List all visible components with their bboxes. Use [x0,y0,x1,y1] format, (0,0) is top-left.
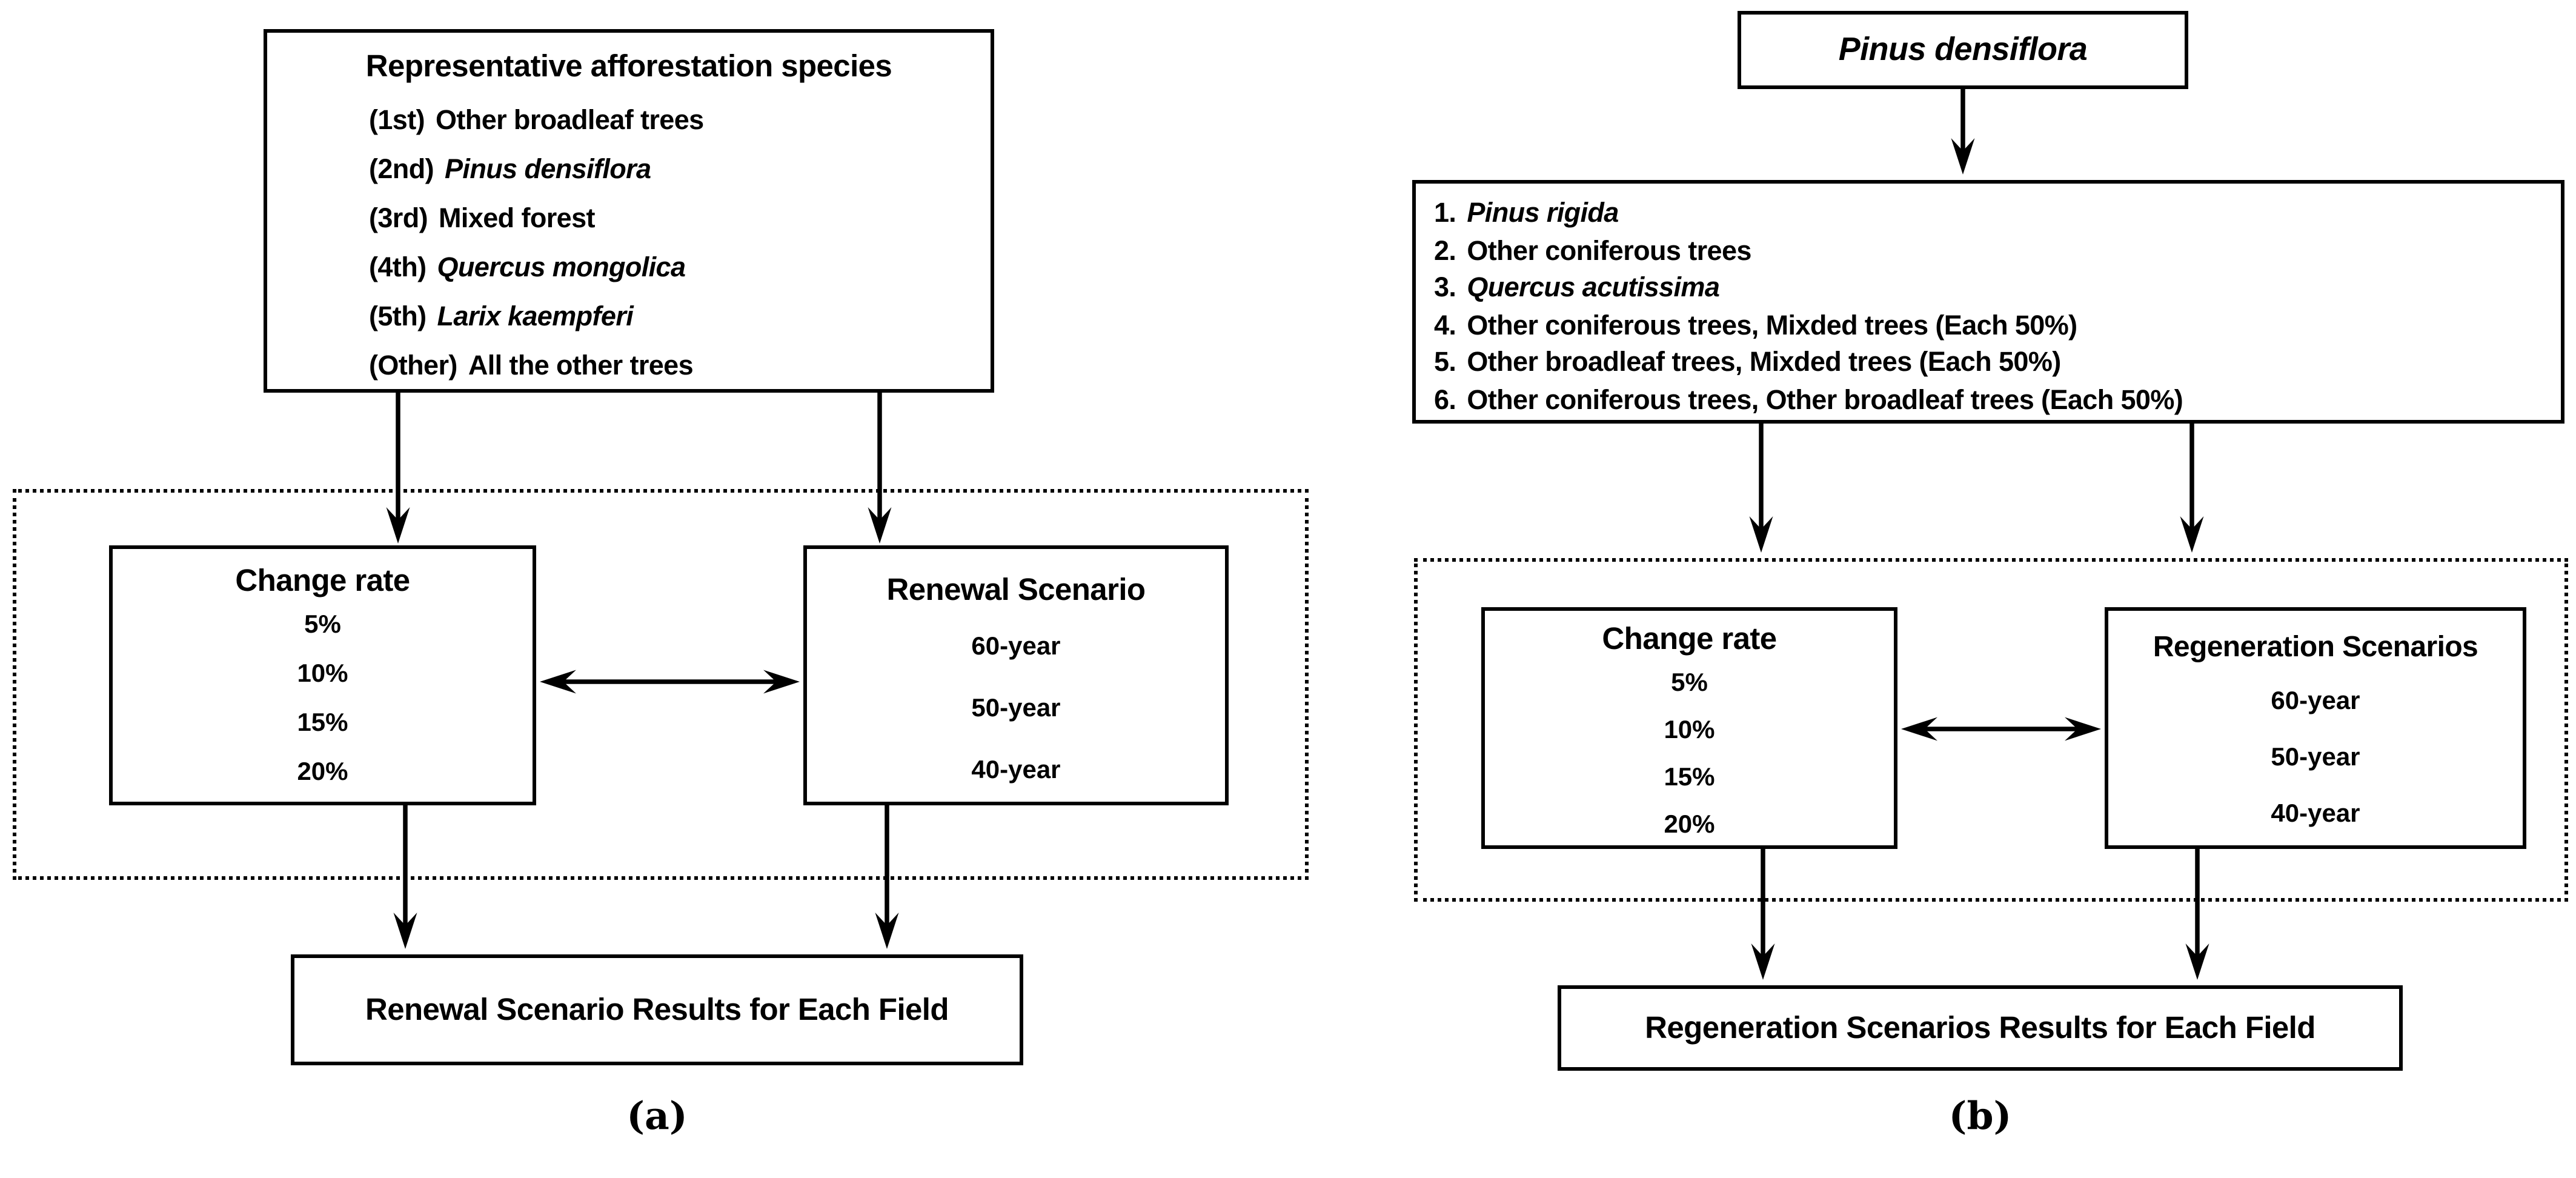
scenario-group-border-b [1414,558,2568,902]
species-box-a-title: Representative afforestation species [365,49,892,84]
change-rate-box-a: Change rate 5% 10% 15% 20% [109,545,536,805]
item-name: Other coniferous trees [1467,235,1751,267]
species-list-box-b: 1.Pinus rigida 2.Other coniferous trees … [1412,180,2564,424]
change-rate-title-a: Change rate [235,564,410,598]
arrowhead-down-icon [1951,138,1975,175]
list-item: (2nd) Pinus densiflora [369,145,991,195]
value: 10% [297,658,348,687]
arrowhead-left-icon [540,670,576,694]
item-name: All the other trees [468,351,694,382]
list-item: 2. Other coniferous trees [1434,234,2561,271]
arrowhead-right-icon [2065,717,2101,741]
item-name: Other coniferous trees, Mixded trees (Ea… [1467,310,2077,341]
value: 40-year [971,754,1061,784]
item-rank: (3rd) [369,204,428,235]
renewal-scenario-box-a: Renewal Scenario 60-year 50-year 40-year [803,545,1229,805]
list-item: (3rd) Mixed forest [369,195,991,244]
regeneration-scenarios-title-b: Regeneration Scenarios [2153,633,2478,664]
value: 15% [297,707,348,736]
item-rank: (Other) [369,351,457,382]
item-name: Other broadleaf trees, Mixded trees (Eac… [1467,347,2061,378]
renewal-scenario-values-a: 60-year 50-year 40-year [807,614,1225,800]
panel-caption-a: (a) [626,1093,688,1138]
arrowhead-down-icon [868,507,892,544]
arrowhead-left-icon [1901,717,1937,741]
change-rate-values-a: 5% 10% 15% 20% [113,600,533,796]
renewal-scenario-title-a: Renewal Scenario [886,573,1146,607]
item-name: Larix kaempferi [437,302,634,333]
item-number: 3. [1434,273,1456,304]
species-box-b: Pinus densiflora [1738,11,2188,89]
arrowhead-down-icon [2180,516,2204,553]
species-list-a: (1st) Other broadleaf trees (2nd) Pinus de… [267,96,991,391]
arrowhead-down-icon [1751,943,1775,980]
item-rank: (2nd) [369,155,434,185]
value: 20% [1664,809,1715,838]
item-number: 4. [1434,310,1456,341]
list-item: 1. Pinus rigida [1434,196,2561,234]
arrowhead-right-icon [763,670,800,694]
value: 40-year [2271,798,2360,827]
item-number: 5. [1434,347,1456,378]
arrowhead-down-icon [1749,516,1773,553]
item-number: 2. [1434,235,1456,267]
scenario-group-border-a [13,489,1309,880]
item-rank: (1st) [369,105,425,136]
change-rate-values-b: 5% 10% 15% 20% [1485,658,1894,847]
arrowhead-down-icon [2185,943,2209,980]
results-label-b: Regeneration Scenarios Results for Each … [1645,1010,2315,1045]
value: 20% [297,756,348,785]
item-name: Pinus rigida [1467,198,1619,229]
arrowhead-down-icon [875,913,899,949]
results-box-b: Regeneration Scenarios Results for Each … [1558,985,2403,1071]
list-item: 3. Quercus acutissima [1434,271,2561,308]
regeneration-scenarios-values-b: 60-year 50-year 40-year [2108,673,2523,842]
species-box-b-title: Pinus densiflora [1838,31,2088,67]
item-rank: (4th) [369,253,427,284]
value: 50-year [2271,742,2360,771]
item-rank: (5th) [369,302,427,333]
item-name: Mixed forest [439,204,595,235]
list-item: 6. Other coniferous trees, Other broadlea… [1434,383,2561,421]
value: 10% [1664,714,1715,744]
change-rate-title-b: Change rate [1602,622,1777,656]
value: 15% [1664,762,1715,791]
list-item: 5. Other broadleaf trees, Mixded trees (E… [1434,345,2561,383]
list-item: (4th) Quercus mongolica [369,244,991,293]
item-name: Quercus acutissima [1467,273,1720,304]
list-item: (Other) All the other trees [369,342,991,391]
value: 5% [1671,667,1708,696]
item-name: Pinus densiflora [445,155,651,185]
results-box-a: Renewal Scenario Results for Each Field [291,954,1023,1065]
arrowhead-down-icon [386,507,410,544]
item-number: 1. [1434,198,1456,229]
item-name: Other coniferous trees, Other broadleaf … [1467,384,2183,416]
list-item: (5th) Larix kaempferi [369,293,991,342]
results-label-a: Renewal Scenario Results for Each Field [365,991,949,1027]
item-number: 6. [1434,384,1456,416]
arrowhead-down-icon [393,913,417,949]
list-item: (1st) Other broadleaf trees [369,96,991,145]
regeneration-scenarios-box-b: Regeneration Scenarios 60-year 50-year 4… [2105,607,2526,849]
species-box-a: Representative afforestation species (1s… [264,29,994,393]
item-name: Other broadleaf trees [436,105,704,136]
value: 60-year [2271,685,2360,714]
list-item: 4. Other coniferous trees, Mixded trees (… [1434,308,2561,346]
change-rate-box-b: Change rate 5% 10% 15% 20% [1481,607,1897,849]
value: 5% [304,609,341,638]
panel-caption-b: (b) [1948,1093,2012,1138]
item-name: Quercus mongolica [437,253,686,284]
value: 50-year [971,693,1061,722]
value: 60-year [971,631,1061,660]
